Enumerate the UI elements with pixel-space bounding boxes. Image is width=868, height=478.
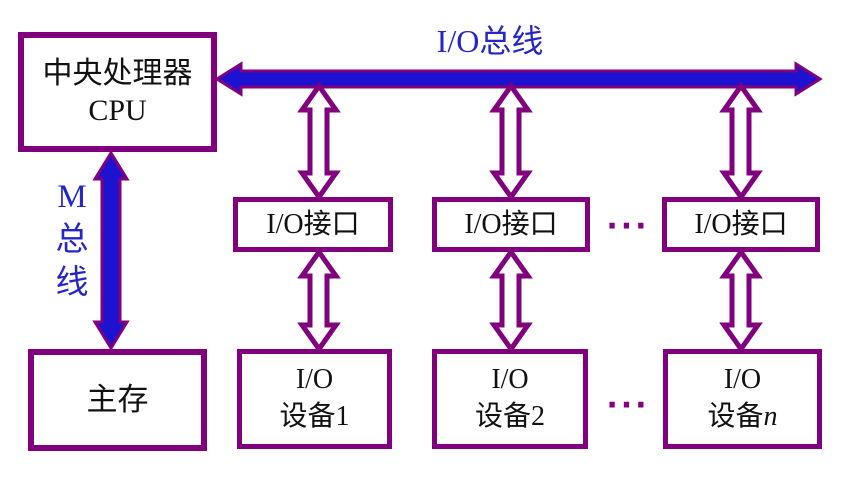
memory-label: 主存: [86, 381, 149, 417]
hollow-arrow-bus-interface-3: [719, 81, 763, 202]
hollow-arrow-interface-device-3: [719, 247, 763, 354]
io-device-1-name: 设备: [279, 401, 336, 432]
interface-row-ellipsis: ···: [606, 209, 650, 244]
io-device-2-line1: I/O: [491, 364, 529, 396]
cpu-label-line1: 中央处理器: [42, 56, 193, 90]
hollow-arrow-bus-interface-2: [489, 81, 533, 202]
io-device-2-name: 设备: [474, 401, 531, 432]
memory-box: 主存: [28, 349, 207, 451]
cpu-box: 中央处理器 CPU: [18, 32, 217, 152]
io-device-box-1: I/O 设备1: [237, 349, 392, 449]
io-device-1-line1: I/O: [295, 364, 334, 396]
m-bus-arrow: [92, 150, 130, 351]
m-bus-label: M 总 线: [50, 176, 94, 305]
io-device-n-suffix: n: [763, 401, 778, 432]
hollow-arrow-interface-device-2: [489, 247, 533, 354]
io-device-n-name: 设备: [707, 401, 764, 432]
io-interface-label-1: I/O接口: [266, 209, 360, 240]
io-device-box-n: I/O 设备n: [663, 349, 822, 449]
io-device-2-suffix: 2: [531, 401, 545, 432]
io-interface-box-2: I/O接口: [432, 197, 590, 252]
io-device-1-suffix: 1: [335, 401, 350, 432]
io-bus-label: I/O总线: [436, 23, 544, 59]
io-device-n-line1: I/O: [723, 364, 762, 396]
hollow-arrow-bus-interface-1: [297, 81, 341, 202]
io-bus-arrow: [214, 61, 823, 97]
device-row-ellipsis: ···: [606, 388, 650, 423]
cpu-label-line2: CPU: [88, 94, 147, 127]
io-interface-label-2: I/O接口: [464, 209, 558, 240]
io-device-1-line2: 设备1: [279, 399, 349, 436]
io-interface-box-3: I/O接口: [662, 197, 820, 252]
io-interface-box-1: I/O接口: [233, 197, 393, 252]
io-device-box-2: I/O 设备2: [432, 349, 588, 449]
m-bus-char-3: 线: [55, 265, 89, 301]
m-bus-char-2: 总: [55, 222, 89, 258]
io-device-2-line2: 设备2: [475, 399, 545, 436]
io-interface-label-3: I/O接口: [694, 209, 788, 240]
io-device-n-line2: 设备n: [707, 399, 777, 436]
m-bus-char-1: M: [57, 179, 87, 215]
hollow-arrow-interface-device-1: [297, 247, 341, 354]
